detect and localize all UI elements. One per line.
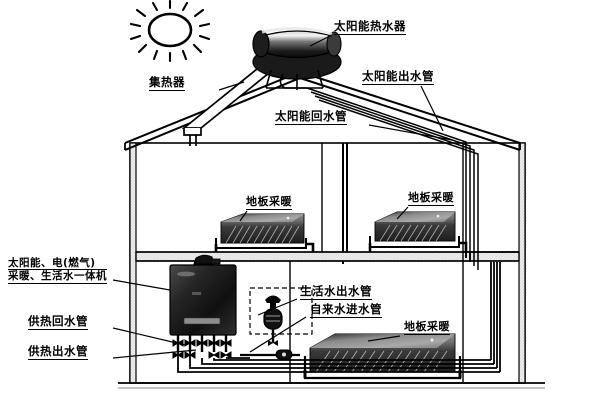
label-integrated-machine-line2: 采暖、生活水一体机	[8, 270, 107, 284]
riser-pipes	[342, 143, 348, 264]
label-solar-outlet-pipe: 太阳能出水管	[362, 69, 434, 85]
label-integrated-machine-line1: 太阳能、电(燃气)	[8, 257, 107, 271]
label-floor-heating-lower: 地板采暖	[404, 320, 450, 335]
floor-heating-panel-icon	[214, 213, 315, 252]
label-domestic-hot-water-outlet: 生活水出水管	[300, 284, 372, 300]
label-integrated-machine: 太阳能、电(燃气) 采暖、生活水一体机	[8, 257, 107, 284]
solar-tank-icon	[252, 26, 342, 90]
label-floor-heating-upper-right: 地板采暖	[408, 191, 454, 206]
expansion-vessel-icon	[249, 287, 313, 346]
label-solar-return-pipe: 太阳能回水管	[275, 109, 347, 125]
label-solar-water-heater: 太阳能热水器	[334, 19, 406, 35]
floor-heating-panel-icon	[368, 211, 468, 252]
heating-pipe-network	[177, 252, 501, 373]
wall-hung-boiler-icon	[169, 254, 237, 336]
leader-lines	[112, 34, 453, 359]
solar-pipe-run	[306, 87, 479, 270]
floor-heating-panel-icon	[303, 333, 462, 380]
label-heating-supply-pipe: 供热出水管	[28, 344, 88, 360]
label-mains-water-inlet: 自来水进水管	[310, 302, 382, 318]
circulation-pump-icon	[240, 349, 300, 360]
sun-icon	[129, 0, 211, 63]
label-floor-heating-upper-left: 地板采暖	[246, 195, 292, 210]
label-heating-return-pipe: 供热回水管	[28, 314, 88, 330]
valve-manifold-icon	[172, 335, 232, 359]
label-collector: 集热器	[149, 75, 185, 91]
